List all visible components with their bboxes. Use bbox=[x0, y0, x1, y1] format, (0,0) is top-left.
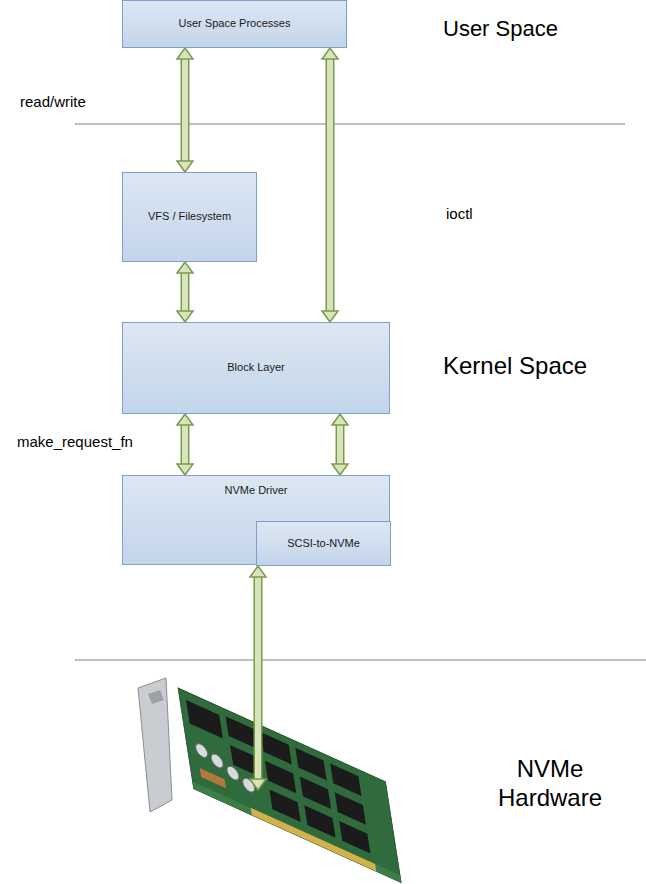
chip bbox=[265, 761, 296, 794]
box-label: User Space Processes bbox=[179, 17, 291, 30]
arrow-shaft-outline bbox=[326, 59, 335, 311]
arrow-head bbox=[177, 161, 193, 172]
arrow-head bbox=[177, 414, 193, 425]
arrow-shaft bbox=[327, 59, 333, 311]
layer-box: VFS / Filesystem bbox=[122, 172, 257, 262]
arrow-head bbox=[177, 262, 193, 273]
layer-box: Block Layer bbox=[122, 322, 390, 414]
arrow-shaft bbox=[337, 425, 343, 464]
layer-box: NVMe DriverSCSI-to-NVMe bbox=[122, 475, 390, 565]
arrow-head bbox=[250, 779, 266, 790]
arrow-head bbox=[250, 566, 266, 577]
arrow-shaft-outline bbox=[181, 273, 190, 311]
double-arrow bbox=[177, 414, 193, 475]
chip bbox=[335, 792, 366, 825]
arrow-head bbox=[332, 414, 348, 425]
box-label: VFS / Filesystem bbox=[148, 210, 231, 223]
capacitor bbox=[226, 764, 240, 782]
arrow-head bbox=[177, 48, 193, 59]
chip bbox=[269, 790, 300, 823]
arrow-head bbox=[332, 464, 348, 475]
chip bbox=[339, 821, 370, 854]
arrow-head bbox=[322, 311, 338, 322]
arrow-shaft bbox=[182, 425, 188, 464]
double-arrow bbox=[322, 48, 338, 322]
chip bbox=[260, 732, 291, 765]
region-label: Kernel Space bbox=[443, 352, 587, 381]
space-divider bbox=[75, 660, 646, 661]
bracket-tab bbox=[148, 690, 164, 704]
arrow-shaft bbox=[255, 576, 261, 779]
hardware-arrow bbox=[250, 566, 266, 790]
chip bbox=[226, 716, 257, 749]
capacitor bbox=[210, 752, 224, 770]
pcb-edge bbox=[193, 782, 402, 883]
arrow-shaft-outline bbox=[336, 425, 345, 464]
layer-box: User Space Processes bbox=[122, 0, 347, 48]
connector-label: read/write bbox=[18, 93, 88, 111]
connector-label: ioctl bbox=[444, 205, 475, 223]
pcb bbox=[178, 688, 401, 883]
double-arrow bbox=[177, 48, 193, 172]
chip bbox=[330, 763, 361, 796]
card-bracket bbox=[138, 678, 172, 812]
double-arrow bbox=[177, 262, 193, 322]
arrow-shaft bbox=[182, 273, 188, 311]
chip bbox=[304, 805, 335, 838]
box-label: SCSI-to-NVMe bbox=[287, 537, 360, 550]
arrow-head bbox=[177, 311, 193, 322]
arrow-head bbox=[177, 464, 193, 475]
arrow-shaft bbox=[182, 59, 188, 161]
connector-label: make_request_fn bbox=[15, 433, 135, 451]
region-label: User Space bbox=[443, 16, 558, 42]
sub-module-box: SCSI-to-NVMe bbox=[256, 521, 391, 566]
chip bbox=[295, 748, 326, 781]
space-divider bbox=[75, 124, 625, 125]
arrow-shaft-outline bbox=[181, 59, 190, 161]
chip bbox=[300, 777, 331, 810]
arrow-shaft-outline bbox=[181, 425, 190, 464]
box-label: NVMe Driver bbox=[225, 484, 288, 497]
box-label: Block Layer bbox=[227, 361, 284, 374]
arrow-shaft-outline bbox=[254, 576, 263, 779]
component bbox=[200, 768, 226, 788]
ssd-card bbox=[138, 678, 401, 883]
region-label: NVMe Hardware bbox=[490, 755, 610, 813]
arrow-head bbox=[322, 48, 338, 59]
card-board bbox=[178, 688, 401, 883]
double-arrow bbox=[332, 414, 348, 475]
chip bbox=[186, 700, 223, 738]
capacitor bbox=[195, 742, 209, 760]
